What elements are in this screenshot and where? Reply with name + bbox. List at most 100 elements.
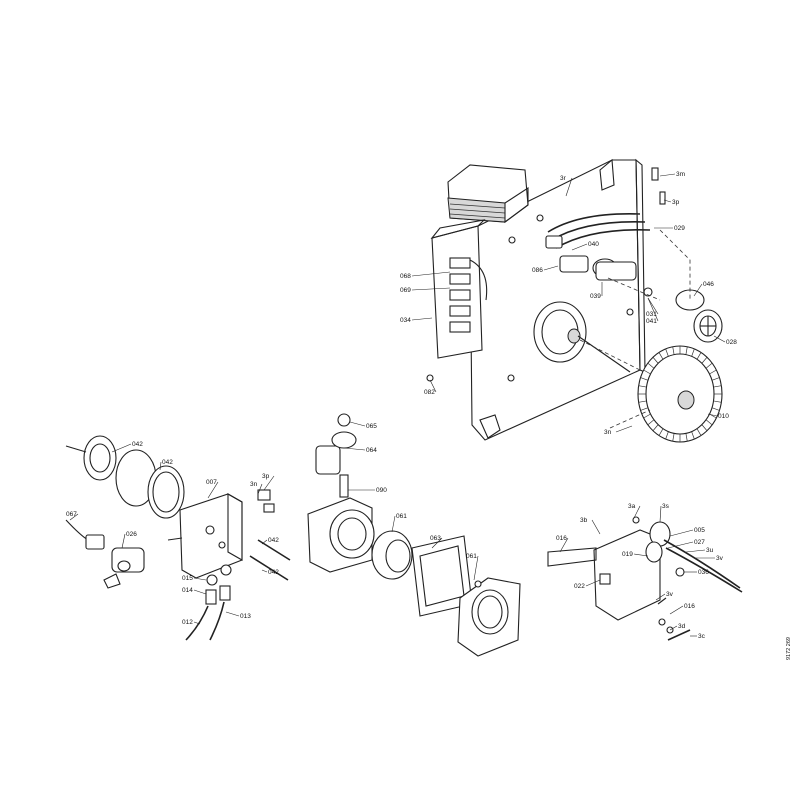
valve-block-assembly [65, 435, 291, 641]
part-label-042a: 042 [132, 441, 143, 448]
leader-line-046 [693, 283, 703, 297]
fan-rib [713, 385, 722, 388]
fan-rib [672, 346, 675, 355]
part-label-064: 064 [366, 447, 377, 454]
part-label-042b: 042 [162, 459, 173, 466]
fan-rib [685, 346, 688, 355]
leader-line-016b [669, 605, 684, 615]
fan-wheel [637, 345, 723, 443]
leader-line-3s [659, 505, 662, 523]
part-label-028: 028 [726, 339, 737, 346]
part-label-042c: 042 [268, 537, 279, 544]
part-label-046: 046 [703, 281, 714, 288]
leader-line-031 [647, 297, 659, 315]
leader-line-040 [571, 243, 588, 251]
leader-line-026 [121, 533, 126, 549]
fan-motor [533, 301, 631, 373]
fan-rib [711, 377, 720, 381]
part-label-068: 068 [400, 273, 411, 280]
part-label-042d: 042 [268, 569, 279, 576]
fan-rib [665, 431, 669, 440]
fan-rib [685, 433, 688, 442]
leader-line-012 [193, 621, 201, 625]
leader-line-3p [663, 199, 672, 203]
fan-rib [696, 352, 702, 360]
part-label-3n2: 3n [250, 481, 258, 488]
fan-rib [643, 413, 651, 419]
fan-rib [647, 362, 655, 369]
ignition-transformer [447, 164, 529, 224]
drawing-code: 9172 269 [786, 637, 792, 660]
part-label-063: 063 [430, 535, 441, 542]
fan-rib [643, 369, 651, 375]
fan-rib [665, 348, 669, 357]
part-label-036: 036 [698, 569, 709, 576]
leader-line-010 [707, 413, 718, 417]
fan-rib [652, 424, 659, 431]
leader-line-082 [429, 379, 437, 393]
part-label-065: 065 [366, 423, 377, 430]
leader-line-027 [667, 541, 694, 549]
fan-rib [638, 400, 647, 403]
leader-line-014 [193, 589, 207, 595]
part-label-041: 041 [646, 318, 657, 325]
leader-line-015 [193, 577, 207, 581]
fan-rib [709, 369, 717, 375]
leader-line-022 [585, 579, 601, 587]
leader-line-3u [685, 549, 706, 553]
leader-line-005 [669, 529, 694, 537]
part-label-3u: 3u [706, 547, 714, 554]
fan-rib [658, 352, 664, 360]
fan-rib [696, 428, 702, 436]
part-label-027: 027 [694, 539, 705, 546]
leader-line-064 [343, 447, 366, 451]
leader-line-065 [349, 421, 366, 427]
part-label-3m: 3m [676, 171, 685, 178]
leader-line-007 [207, 481, 219, 499]
fan-rib [701, 357, 708, 364]
leader-line-034 [411, 317, 433, 321]
part-label-090: 090 [376, 487, 387, 494]
fan-rib [638, 385, 647, 388]
burner-housing-assembly [426, 158, 723, 443]
part-label-086: 086 [532, 267, 543, 274]
leader-line-3n [615, 425, 633, 433]
part-label-034: 034 [400, 317, 411, 324]
leader-line-086 [543, 265, 559, 271]
fan-rib [701, 424, 708, 431]
fan-rib [640, 407, 649, 411]
leader-line-3a [633, 505, 641, 519]
fan-rib [711, 407, 720, 411]
part-label-014: 014 [182, 587, 193, 594]
part-label-3s: 3s [662, 503, 670, 510]
part-label-3p2: 3p [262, 473, 270, 480]
leader-line-041 [647, 297, 659, 322]
part-label-016a: 016 [556, 535, 567, 542]
part-label-067: 067 [66, 511, 77, 518]
leader-line-042d [261, 569, 268, 573]
part-label-3a: 3a [628, 503, 636, 510]
leader-line-019 [633, 553, 649, 557]
part-label-3v: 3v [716, 555, 724, 562]
fan-rib [640, 377, 649, 381]
part-label-3b: 3b [580, 517, 588, 524]
part-label-3v2: 3v [666, 591, 674, 598]
leader-line-042c [261, 539, 268, 545]
fan-rib [691, 348, 695, 357]
fan-rib [672, 433, 675, 442]
leader-line-013 [225, 611, 240, 617]
part-label-007: 007 [206, 479, 217, 486]
part-labels: 3m3p3r0290400860390680690340820310410460… [66, 171, 737, 640]
part-label-013: 013 [240, 613, 251, 620]
part-label-039: 039 [590, 293, 601, 300]
leader-line-042b [159, 461, 162, 471]
fan-rib [705, 362, 713, 369]
leader-line-3m [659, 173, 676, 177]
part-label-3r: 3r [560, 175, 567, 182]
leader-line-3n2 [257, 483, 263, 495]
leader-line-3v2 [655, 593, 666, 601]
part-label-019: 019 [622, 551, 633, 558]
leader-line-069 [411, 287, 451, 291]
